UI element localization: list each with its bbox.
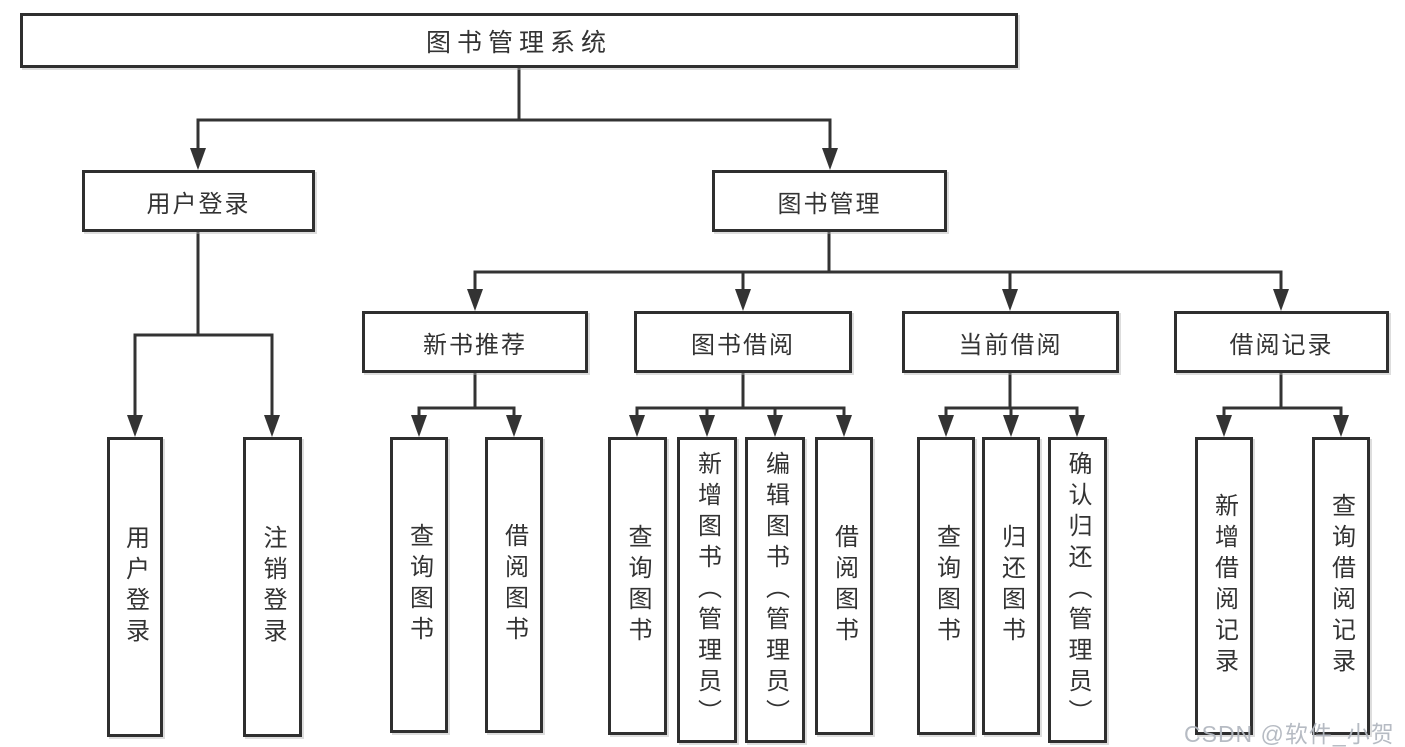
leaf-borrow-books-recommend: 借阅图书 xyxy=(485,437,543,733)
node-borrowing-records: 借阅记录 xyxy=(1174,311,1389,373)
leaf-add-books-admin: 新增图书（管理员） xyxy=(677,437,737,743)
leaf-query-books-borrowing: 查询图书 xyxy=(608,437,667,735)
leaf-query-books-recommend: 查询图书 xyxy=(390,437,448,733)
leaf-return-books: 归还图书 xyxy=(982,437,1040,735)
leaf-query-borrow-record: 查询借阅记录 xyxy=(1312,437,1370,735)
node-new-book-recommend: 新书推荐 xyxy=(362,311,588,373)
node-user-login-module: 用户登录 xyxy=(82,170,315,232)
leaf-borrow-books-borrowing: 借阅图书 xyxy=(815,437,873,735)
leaf-add-borrow-record: 新增借阅记录 xyxy=(1195,437,1253,735)
leaf-user-login: 用户登录 xyxy=(107,437,163,737)
leaf-edit-books-admin: 编辑图书（管理员） xyxy=(745,437,805,743)
leaf-confirm-return-admin: 确认归还（管理员） xyxy=(1048,437,1107,743)
node-book-management: 图书管理 xyxy=(712,170,947,232)
node-book-borrowing: 图书借阅 xyxy=(634,311,852,373)
node-current-borrowing: 当前借阅 xyxy=(902,311,1119,373)
leaf-query-books-current: 查询图书 xyxy=(917,437,975,735)
node-library-management-system: 图书管理系统 xyxy=(20,13,1018,68)
arrowheads xyxy=(127,148,1349,437)
leaf-logout: 注销登录 xyxy=(243,437,302,737)
